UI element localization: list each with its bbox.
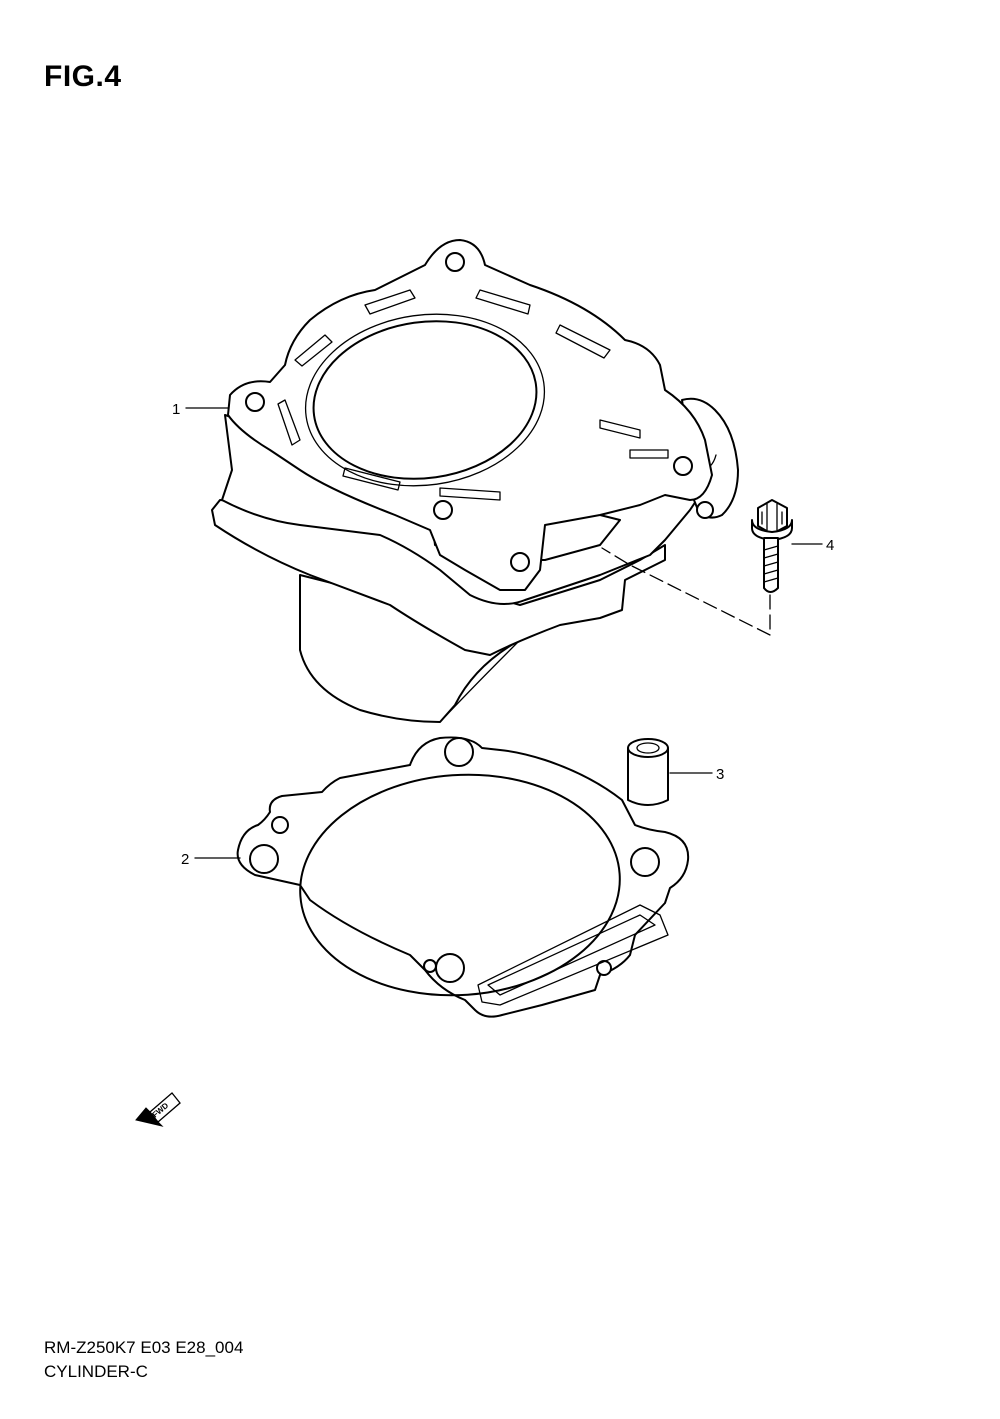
fwd-arrow-icon: FWD	[135, 1092, 181, 1127]
footer-diagram-name: CYLINDER-C	[44, 1362, 148, 1381]
dowel-pin-part[interactable]	[627, 738, 669, 806]
callout-number-3[interactable]: 3	[716, 766, 724, 783]
bolt-part[interactable]	[751, 499, 793, 593]
figure-title: FIG.4	[44, 60, 122, 93]
bolt-location-leader	[601, 547, 771, 636]
callout-number-2[interactable]: 2	[181, 851, 189, 868]
footer-diagram-code: RM-Z250K7 E03 E28_004	[44, 1338, 244, 1357]
cylinder-part[interactable]	[211, 239, 739, 723]
callout-number-1[interactable]: 1	[172, 401, 180, 418]
gasket-part[interactable]	[236, 736, 690, 1018]
callout-number-4[interactable]: 4	[826, 537, 834, 554]
